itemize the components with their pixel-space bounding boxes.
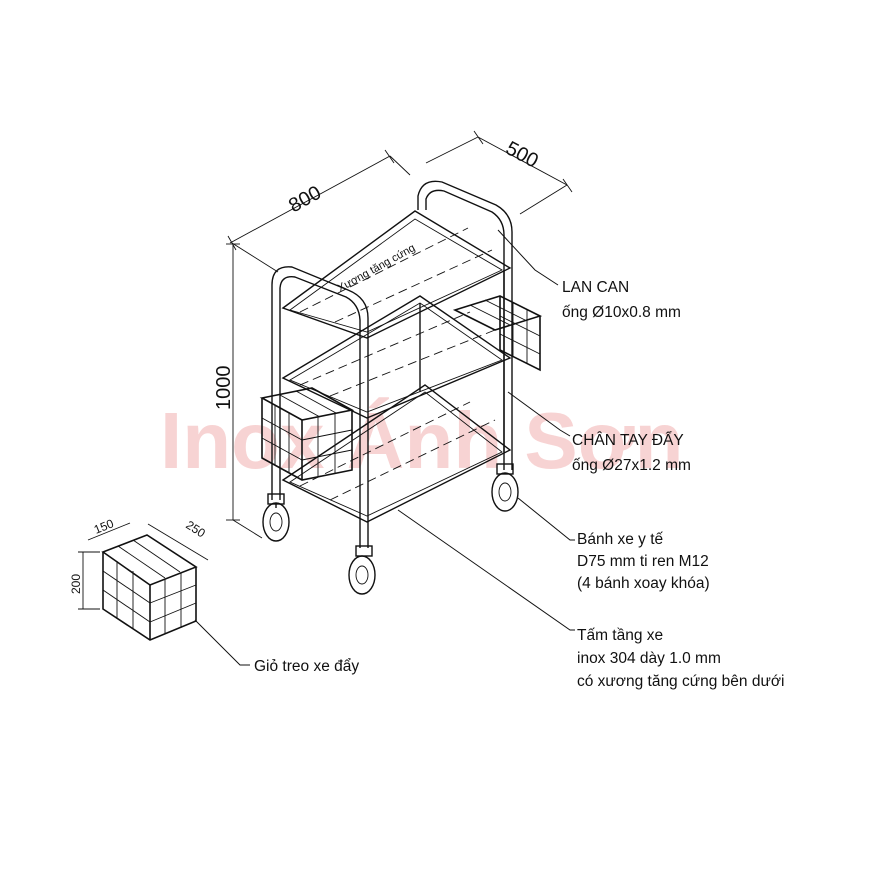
hanging-basket-right: [452, 295, 543, 372]
dimension-height: 1000: [213, 243, 263, 539]
wheels: [262, 472, 519, 595]
watermark: Inox Ánh Sơn: [160, 396, 684, 485]
shelf-label-line1: Tấm tầng xe: [577, 627, 663, 644]
leg-spec: ống Ø27x1.2 mm: [572, 457, 691, 474]
leg-title: CHÂN TAY ĐẨY: [572, 431, 684, 449]
wheel-front-right: [348, 555, 376, 595]
dimension-width-label: 500: [502, 137, 542, 172]
wheel-rear-right: [491, 472, 519, 512]
wheel-label-line3: (4 bánh xoay khóa): [577, 575, 710, 592]
railing-spec: ống Ø10x0.8 mm: [562, 304, 681, 321]
wheel-label-line2: D75 mm ti ren M12: [577, 553, 709, 570]
trolley-frame: [267, 180, 514, 557]
leader-lines: [194, 229, 575, 666]
shelf-label-line3: có xương tăng cứng bên dưới: [577, 673, 784, 690]
basket-depth-label: 150: [92, 516, 116, 537]
shelf-label-line2: inox 304 dày 1.0 mm: [577, 650, 721, 667]
dimension-width: 500: [425, 130, 573, 215]
basket-height-label: 200: [69, 574, 83, 594]
basket-label: Giỏ treo xe đẩy: [254, 658, 359, 675]
dimension-length: 800: [227, 149, 411, 273]
wheel-label-line1: Bánh xe y tế: [577, 531, 664, 548]
detached-basket: [78, 522, 209, 641]
railing-title: LAN CAN: [562, 279, 629, 296]
dimension-length-label: 800: [285, 182, 325, 217]
basket-length-label: 250: [183, 518, 208, 541]
wheel-front-left: [262, 502, 290, 542]
hanging-basket-left: [259, 387, 355, 481]
dimension-height-label: 1000: [213, 366, 235, 411]
